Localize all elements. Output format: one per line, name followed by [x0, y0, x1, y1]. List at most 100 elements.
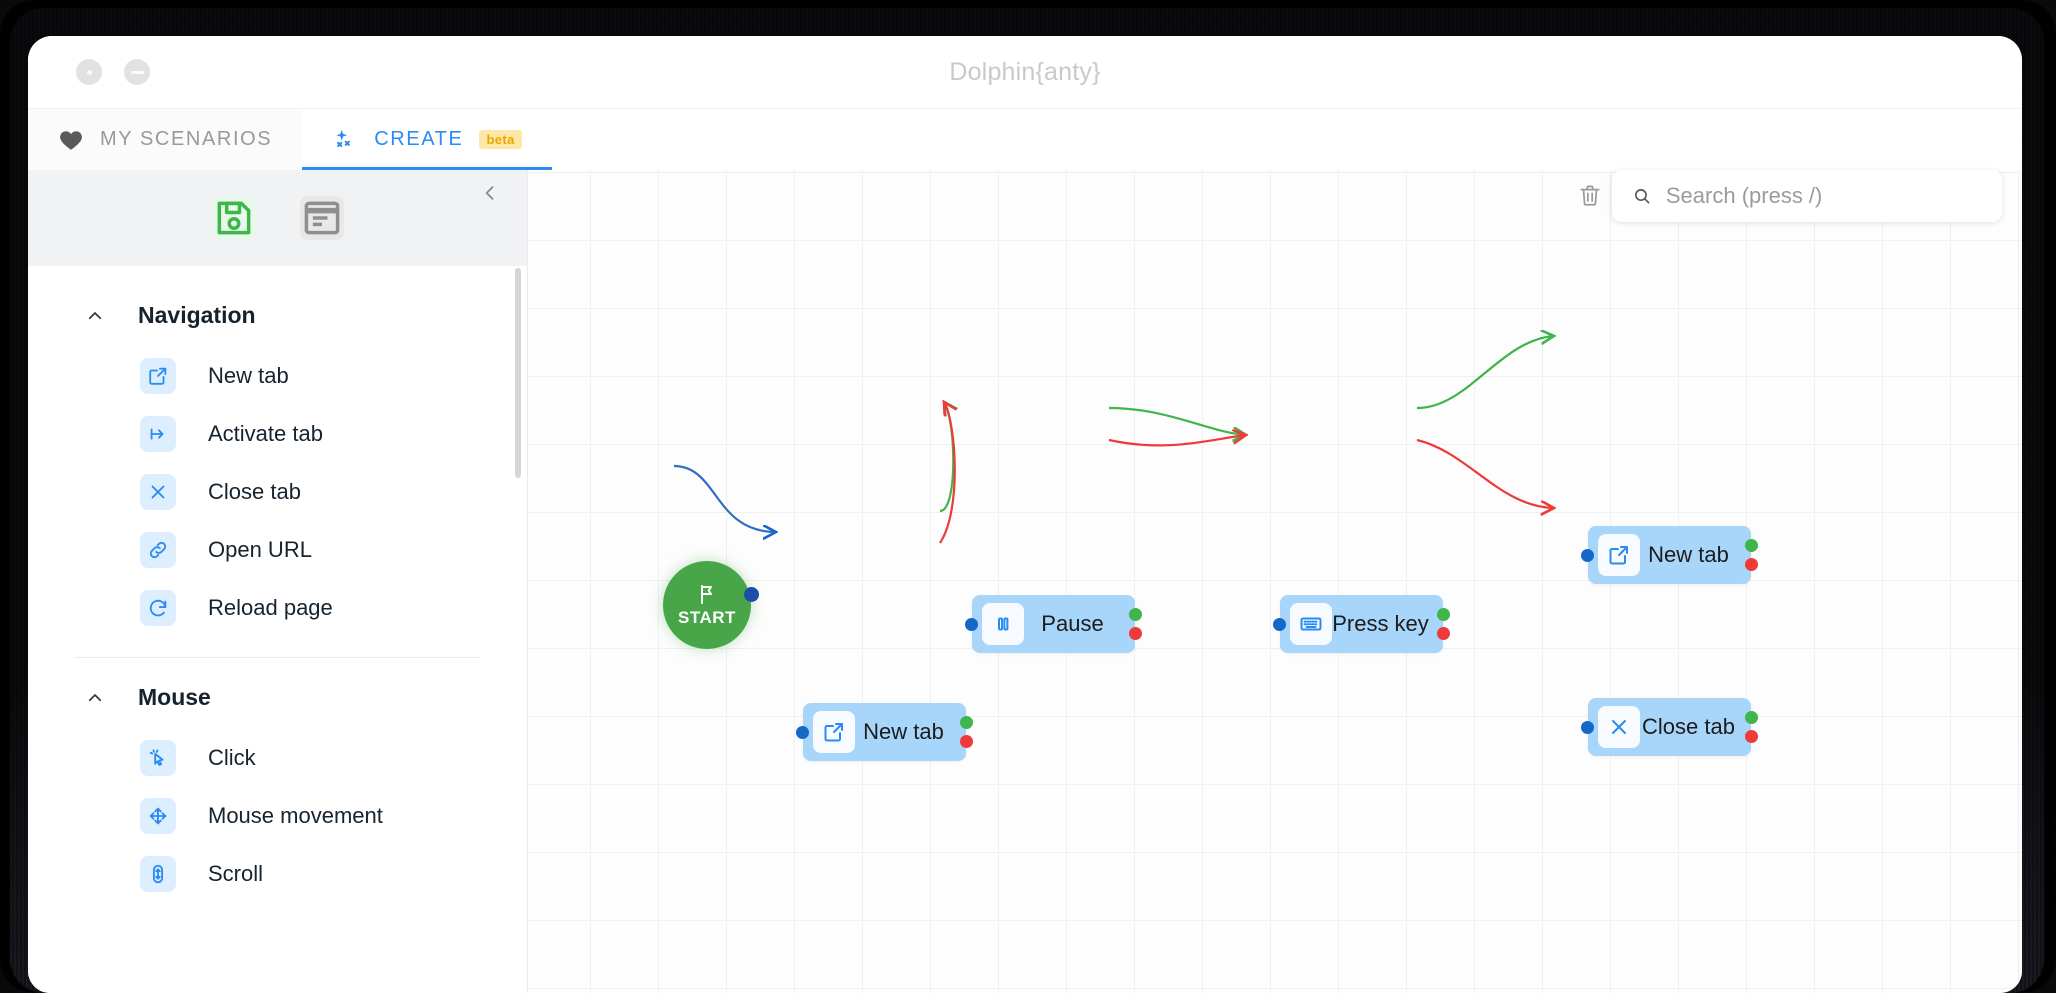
keyboard-icon: [1290, 603, 1332, 645]
sidebar-item-close-tab[interactable]: Close tab: [28, 463, 527, 521]
flow-node-start[interactable]: START: [663, 561, 759, 649]
sidebar-item-label: New tab: [208, 363, 289, 388]
sidebar-group-mouse: Mouse Click Mouse moveme: [28, 658, 527, 903]
reload-icon: [140, 590, 176, 626]
flow-node-label: Close tab: [1642, 714, 1735, 739]
tab-create-label: CREATE: [374, 128, 464, 150]
sidebar-item-mouse-movement[interactable]: Mouse movement: [28, 787, 527, 845]
edge-n2-ok-n3: [1108, 406, 1246, 435]
move-arrows-icon: [140, 798, 176, 834]
tab-arrow-icon: [140, 416, 176, 452]
port-error[interactable]: [1745, 730, 1758, 743]
sidebar-item-activate-tab[interactable]: Activate tab: [28, 405, 527, 463]
app-window: Dolphin{anty} MY SCENARIOS CREATE beta: [28, 36, 2022, 993]
port-out[interactable]: [744, 587, 759, 602]
sidebar-scroll-area[interactable]: Navigation New tab Activ: [28, 266, 527, 993]
sidebar-item-label: Open URL: [208, 537, 312, 562]
flow-node-press-key[interactable]: Press key: [1273, 595, 1450, 653]
heart-icon: [60, 130, 82, 150]
chevron-up-icon: [88, 693, 102, 701]
pause-icon: [982, 603, 1024, 645]
search-box[interactable]: [1612, 170, 2002, 222]
flow-node-label: Press key: [1332, 611, 1429, 636]
page-title: Dolphin{anty}: [949, 57, 1101, 86]
app-body: Navigation New tab Activ: [28, 170, 2022, 993]
group-title-navigation: Navigation: [138, 302, 256, 328]
edge-n2-err-n3: [1108, 435, 1246, 447]
sidebar-item-label: Close tab: [208, 479, 301, 504]
sidebar-toolbar: [28, 170, 527, 266]
sidebar-item-scroll[interactable]: Scroll: [28, 845, 527, 903]
close-dot-icon: [86, 69, 92, 75]
chevron-left-icon: [485, 186, 494, 200]
port-success[interactable]: [1745, 711, 1758, 724]
sidebar-item-label: Mouse movement: [208, 803, 383, 828]
close-x-icon: [140, 474, 176, 510]
save-floppy-icon: [217, 201, 250, 235]
port-success[interactable]: [1437, 608, 1450, 621]
flow-node-label: Pause: [1041, 611, 1104, 636]
sidebar-item-label: Activate tab: [208, 421, 323, 446]
search-icon: [1634, 189, 1650, 204]
flow-canvas[interactable]: START New tab: [528, 170, 2022, 993]
sidebar-item-click[interactable]: Click: [28, 729, 527, 787]
save-button[interactable]: [211, 196, 256, 240]
sidebar-scrollbar[interactable]: [515, 268, 521, 478]
sidebar-collapse-button[interactable]: [475, 178, 505, 208]
chevron-up-icon: [88, 311, 102, 319]
flow-edges: [673, 170, 2022, 544]
trash-icon: [1580, 185, 1600, 206]
title-bar: Dolphin{anty}: [28, 36, 2022, 108]
tab-create[interactable]: CREATE beta: [302, 109, 552, 170]
sidebar-item-reload-page[interactable]: Reload page: [28, 579, 527, 637]
edge-n1-err-n2: [939, 402, 955, 544]
notes-button[interactable]: [299, 196, 344, 240]
sidebar-item-label: Reload page: [208, 595, 333, 620]
edge-n3-ok-n4: [1416, 336, 1554, 410]
edge-n3-err-n5: [1416, 438, 1554, 508]
flow-node-new-tab-1[interactable]: New tab: [796, 703, 973, 761]
tab-my-scenarios[interactable]: MY SCENARIOS: [28, 109, 303, 170]
sidebar-item-new-tab[interactable]: New tab: [28, 347, 527, 405]
port-in[interactable]: [1581, 720, 1594, 734]
delete-button[interactable]: [1573, 178, 1607, 212]
port-in[interactable]: [1273, 617, 1286, 631]
window-minimize-button[interactable]: [124, 59, 150, 85]
port-error[interactable]: [960, 735, 973, 748]
sidebar-item-label: Click: [208, 745, 256, 770]
port-success[interactable]: [1129, 608, 1142, 621]
beta-badge: beta: [479, 130, 522, 149]
flow-node-new-tab-2[interactable]: New tab: [1581, 526, 1758, 584]
window-close-button[interactable]: [76, 59, 102, 85]
document-icon: [304, 201, 339, 235]
flow-node-start-label: START: [678, 608, 736, 627]
group-header-navigation[interactable]: Navigation: [28, 276, 527, 347]
sidebar-item-open-url[interactable]: Open URL: [28, 521, 527, 579]
sidebar-group-navigation: Navigation New tab Activ: [28, 276, 527, 637]
minimize-bar-icon: [130, 70, 144, 74]
port-in[interactable]: [965, 617, 978, 631]
sparkle-icon: [336, 129, 351, 147]
search-input[interactable]: [1665, 183, 1982, 209]
edge-n1-ok-n2: [939, 402, 953, 513]
group-header-mouse[interactable]: Mouse: [28, 658, 527, 729]
port-success[interactable]: [1745, 539, 1758, 552]
port-error[interactable]: [1129, 627, 1142, 640]
external-link-icon: [1598, 534, 1640, 576]
port-success[interactable]: [960, 716, 973, 729]
external-link-icon: [140, 358, 176, 394]
sidebar: Navigation New tab Activ: [28, 170, 528, 993]
close-x-icon: [1598, 706, 1640, 748]
port-in[interactable]: [796, 725, 809, 739]
window-controls: [76, 59, 150, 85]
canvas-grid: [528, 170, 2022, 993]
port-error[interactable]: [1437, 627, 1450, 640]
scroll-icon: [140, 856, 176, 892]
edge-start-newtab: [673, 464, 776, 532]
flow-node-close-tab[interactable]: Close tab: [1581, 698, 1758, 756]
sidebar-item-label: Scroll: [208, 861, 264, 886]
flow-node-pause[interactable]: Pause: [965, 595, 1142, 653]
port-error[interactable]: [1745, 558, 1758, 571]
port-in[interactable]: [1581, 548, 1594, 562]
